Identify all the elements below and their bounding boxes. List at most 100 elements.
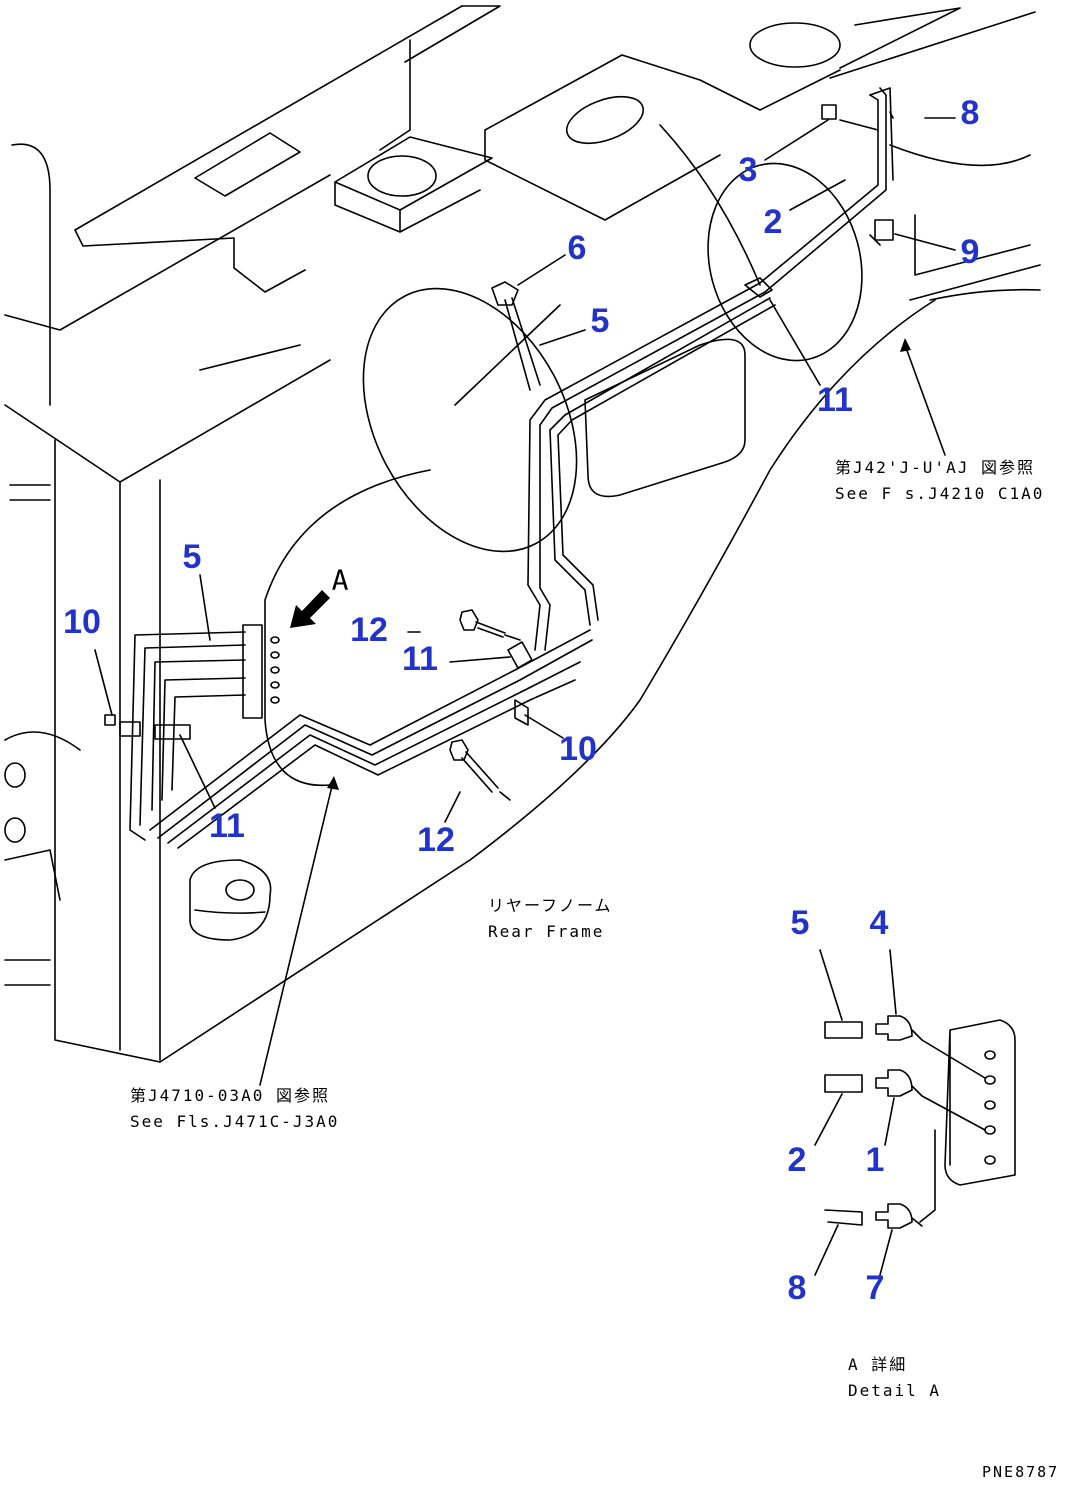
frame-large-box-hole — [565, 95, 645, 145]
frame-large-box — [484, 54, 841, 221]
leader-2-top — [789, 179, 846, 211]
frame-left-bits — [4, 484, 81, 986]
bolt-12-top-head — [459, 609, 479, 631]
detail-leader-1 — [884, 1097, 895, 1146]
leader-arrowhead-bottom — [327, 776, 339, 790]
frame-top-edge — [379, 5, 501, 151]
callout-11-left: 11 — [209, 807, 245, 845]
frame-right-side — [889, 144, 1041, 301]
callout-3: 3 — [738, 151, 758, 189]
rear-frame-outline-right — [159, 299, 936, 1063]
detail-plate-hole — [984, 1100, 996, 1110]
leader-8-top-link — [889, 111, 894, 119]
detail-plate-hole — [984, 1075, 996, 1085]
callout-10-left: 10 — [63, 603, 101, 641]
bolt-12-top-shank — [475, 621, 521, 641]
callout-detail-5: 5 — [790, 904, 810, 942]
callout-12-top: 12 — [350, 611, 388, 649]
detail-leader-5 — [819, 949, 843, 1021]
detail-bracket-edge — [919, 1129, 936, 1223]
leader-11-top — [769, 299, 821, 386]
reference-note-top-en: See F s.J4210 C1A0 — [835, 483, 1045, 503]
frame-top-right-boss — [749, 22, 841, 68]
callout-12-bottom: 12 — [417, 821, 455, 859]
frame-boss — [189, 859, 272, 941]
rear-frame-label-jp: リヤーフノーム — [488, 896, 613, 915]
frame-top-right-beam — [829, 7, 1036, 79]
detail-leader-8 — [814, 1224, 839, 1276]
detail-link-4 — [921, 1039, 986, 1079]
callout-2-top: 2 — [763, 203, 783, 241]
leader-10-right — [524, 714, 564, 739]
frame-box-top — [334, 136, 493, 233]
rear-frame-label: リヤーフノーム Rear Frame — [488, 893, 613, 944]
connector-port — [270, 696, 280, 704]
pipe-bundle-lower-2 — [157, 639, 593, 839]
detail-link-1 — [921, 1095, 986, 1131]
detail-fitting-7 — [875, 1203, 923, 1229]
detail-plate-hole — [984, 1125, 996, 1135]
frame-boss-hole — [225, 879, 255, 901]
detail-plate-hole — [984, 1050, 996, 1060]
reference-note-top: 第J42'J-U'AJ 図参照 See F s.J4210 C1A0 — [835, 455, 1044, 506]
callout-detail-4: 4 — [869, 904, 889, 942]
leader-12-bottom — [444, 791, 461, 823]
connector-port — [270, 666, 280, 674]
tank-outline — [362, 287, 578, 553]
connector-block — [242, 624, 263, 719]
pipe-left-3 — [151, 659, 246, 811]
callout-9: 9 — [960, 233, 980, 271]
frame-body-verticals — [54, 439, 161, 1063]
leader-11-left — [179, 734, 216, 809]
pipe-bundle-upper-3 — [549, 297, 771, 626]
detail-leader-7 — [879, 1229, 893, 1276]
pipe-bundle-upper-1 — [527, 94, 879, 651]
leader-3 — [764, 119, 829, 161]
leader-11-mid — [449, 656, 511, 663]
detail-fitting-1 — [875, 1069, 923, 1097]
frame-left-upper — [4, 174, 331, 483]
right-tank-outline — [707, 162, 863, 362]
detail-leader-4 — [889, 949, 897, 1015]
callout-11-top: 11 — [817, 381, 853, 419]
leader-5-left — [199, 574, 211, 641]
callout-detail-7: 7 — [865, 1269, 885, 1307]
detail-pipe-5 — [824, 1021, 863, 1039]
clamp-11-left — [154, 724, 191, 740]
pipe-bundle-upper-4 — [557, 304, 776, 621]
clamp-10-left-tab — [104, 714, 116, 726]
leader-6 — [517, 254, 566, 286]
pipe-top-right-loop — [839, 87, 894, 181]
detail-a-caption-jp: A 詳細 — [848, 1355, 908, 1374]
connector-port — [270, 681, 280, 689]
callout-detail-1: 1 — [865, 1141, 885, 1179]
fitting-3 — [821, 104, 837, 120]
leader-ref-top — [904, 344, 946, 456]
clamp-6 — [491, 281, 519, 306]
detail-leader-2 — [814, 1093, 843, 1146]
clamp-11-mid — [507, 641, 533, 669]
detail-plate-hole — [984, 1155, 996, 1165]
callout-5-left: 5 — [182, 538, 202, 576]
leader-9 — [894, 233, 956, 251]
detail-pipe-2 — [824, 1074, 863, 1093]
detail-a-caption: A 詳細 Detail A — [848, 1352, 941, 1403]
callout-detail-8: 8 — [787, 1269, 807, 1307]
leader-10-left — [94, 649, 113, 716]
frame-box-hole — [367, 155, 437, 197]
pipe-bundle-upper-2 — [539, 87, 887, 651]
leader-5-top — [539, 329, 586, 346]
callout-11-mid: 11 — [402, 640, 438, 678]
pipe-left-1 — [129, 631, 246, 841]
frame-top-beam — [74, 5, 463, 293]
clamp-10-right — [514, 699, 529, 726]
detail-a-caption-en: Detail A — [848, 1380, 942, 1400]
pipe-branch-6 — [504, 297, 541, 391]
detail-fitting-4 — [875, 1015, 923, 1041]
detail-pipe-8 — [824, 1209, 863, 1226]
frame-left-hole-2 — [4, 817, 26, 843]
frame-diagonal — [454, 124, 761, 406]
pipe-bundle-lower-3 — [167, 661, 581, 844]
reference-note-bottom-en: See Fls.J471C-J3A0 — [130, 1111, 340, 1131]
